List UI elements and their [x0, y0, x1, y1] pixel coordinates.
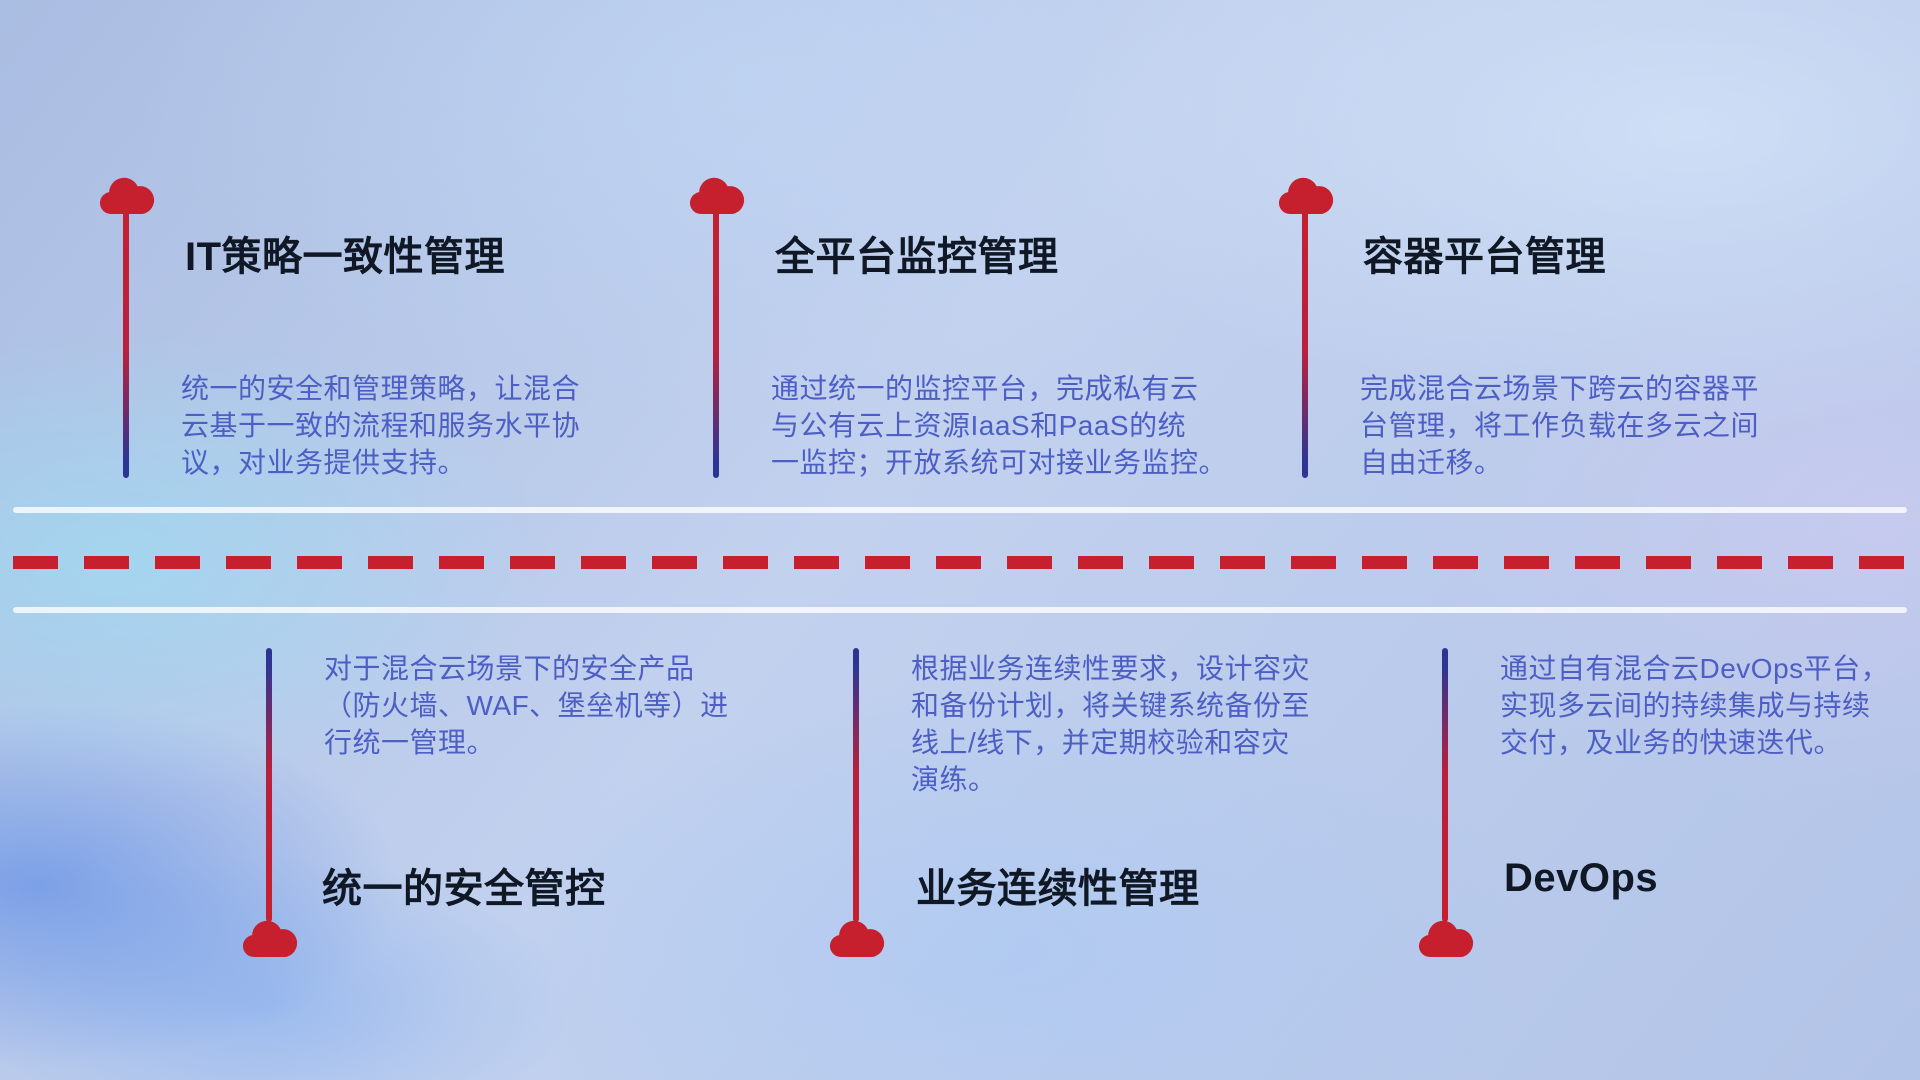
timeline-connector: [266, 648, 272, 922]
timeline-connector: [123, 200, 129, 478]
timeline-connector: [1442, 648, 1448, 922]
feature-description: 统一的安全和管理策略，让混合 云基于一致的流程和服务水平协 议，对业务提供支持。: [181, 373, 581, 478]
separator-line-bottom: [13, 607, 1907, 613]
feature-title: IT策略一致性管理: [185, 235, 506, 279]
feature-description: 通过自有混合云DevOps平台， 实现多云间的持续集成与持续 交付，及业务的快速…: [1500, 653, 1890, 758]
cloud-icon: [99, 177, 155, 215]
feature-title: 容器平台管理: [1363, 235, 1606, 279]
cloud-icon: [829, 920, 885, 958]
cloud-icon: [1278, 177, 1334, 215]
timeline-connector: [1302, 200, 1308, 478]
cloud-icon: [1418, 920, 1474, 958]
separator-dashed-line: [13, 556, 1907, 569]
feature-title: 全平台监控管理: [775, 235, 1059, 279]
feature-description: 根据业务连续性要求，设计容灾 和备份计划，将关键系统备份至 线上/线下，并定期校…: [911, 653, 1311, 795]
cloud-icon: [689, 177, 745, 215]
feature-title: 业务连续性管理: [916, 867, 1200, 911]
feature-title: DevOps: [1504, 856, 1659, 900]
feature-description: 完成混合云场景下跨云的容器平 台管理，将工作负载在多云之间 自由迁移。: [1360, 373, 1760, 478]
cloud-icon: [242, 920, 298, 958]
feature-title: 统一的安全管控: [322, 867, 606, 911]
feature-description: 对于混合云场景下的安全产品 （防火墙、WAF、堡垒机等）进 行统一管理。: [324, 653, 729, 758]
feature-description: 通过统一的监控平台，完成私有云 与公有云上资源IaaS和PaaS的统 一监控；开…: [771, 373, 1228, 478]
separator-line-top: [13, 507, 1907, 513]
timeline-connector: [713, 200, 719, 478]
timeline-connector: [853, 648, 859, 922]
